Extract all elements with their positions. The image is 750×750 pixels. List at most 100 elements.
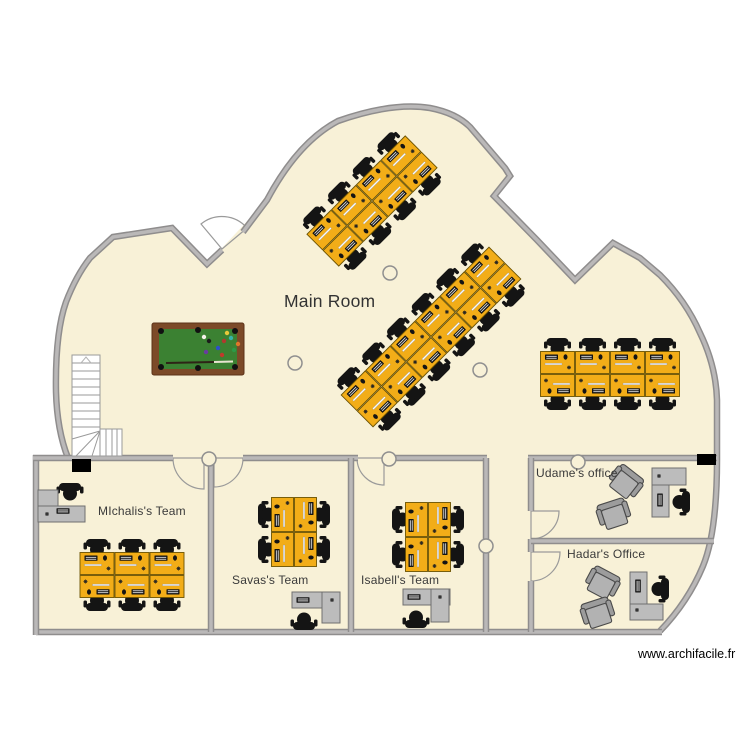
workstation-desk[interactable] — [380, 135, 422, 177]
desk-accessory-icon — [45, 512, 49, 516]
workstation-desk[interactable] — [396, 151, 438, 193]
workstation-desk[interactable] — [372, 176, 413, 218]
workstation-desk[interactable] — [575, 374, 610, 397]
wall-node — [570, 454, 586, 470]
desk-accessory-icon — [285, 536, 290, 540]
ldesk-michalis[interactable] — [37, 483, 86, 523]
pool-ball — [215, 345, 221, 351]
wall-node — [382, 265, 398, 281]
office-chair[interactable] — [402, 610, 430, 629]
office-chair[interactable] — [651, 575, 670, 603]
workstation-desk[interactable] — [271, 532, 294, 567]
desk-accessory-icon — [298, 559, 303, 563]
office-chair[interactable] — [672, 488, 691, 516]
office-chair[interactable] — [446, 541, 465, 568]
pool-ball — [206, 338, 212, 344]
workstation-desk[interactable] — [540, 351, 575, 374]
workstation-desk[interactable] — [406, 337, 448, 378]
room-label-hadar[interactable]: Hadar's Office — [567, 547, 646, 561]
ldesk-udame[interactable] — [651, 467, 691, 518]
workstation-desk[interactable] — [271, 497, 294, 532]
pool-ball — [221, 338, 227, 344]
desk-accessory-icon — [567, 365, 571, 370]
desk-accessory-icon — [329, 248, 334, 253]
bank-isabell[interactable] — [392, 502, 465, 572]
desk-accessory-icon — [141, 566, 146, 571]
workstation-desk[interactable] — [114, 552, 150, 575]
workstation-desk[interactable] — [645, 374, 680, 397]
ldesk-savas[interactable] — [290, 591, 341, 631]
stair-direction-arrow — [80, 356, 92, 364]
workstation-desk[interactable] — [480, 262, 522, 304]
office-chair[interactable] — [290, 612, 318, 631]
workstation-desk[interactable] — [540, 374, 575, 397]
workstation-desk[interactable] — [405, 537, 428, 572]
workstation-desk[interactable] — [340, 370, 382, 412]
pool-pocket — [195, 327, 201, 333]
workstation-desk[interactable] — [610, 374, 645, 397]
workstation-desk[interactable] — [294, 532, 317, 567]
workstation-desk[interactable] — [79, 552, 115, 575]
door-swing-arc — [213, 457, 244, 488]
desk-accessory-icon — [361, 198, 366, 203]
workstation-desk[interactable] — [114, 575, 150, 598]
ldesk-hadar[interactable] — [629, 571, 670, 621]
guest-armchair[interactable] — [582, 564, 622, 602]
bank-savas[interactable] — [258, 497, 330, 567]
bank-main-right[interactable] — [540, 338, 680, 410]
workstation-desk[interactable] — [149, 575, 185, 598]
room-label-main-room[interactable]: Main Room — [284, 291, 376, 311]
workstation-desk[interactable] — [331, 184, 372, 226]
workstation-desk[interactable] — [322, 225, 364, 267]
wall-node — [287, 355, 303, 371]
workstation-desk[interactable] — [428, 502, 451, 537]
workstation-desk[interactable] — [347, 201, 389, 242]
workstation-desk[interactable] — [439, 271, 481, 313]
staircase[interactable] — [71, 354, 123, 457]
ldesk-isabell[interactable] — [402, 588, 451, 629]
desk-accessory-icon — [410, 149, 415, 154]
workstation-desk[interactable] — [79, 575, 115, 598]
workstation-desk[interactable] — [405, 502, 428, 537]
workstation-desk[interactable] — [428, 537, 451, 572]
desk-accessory-icon — [432, 564, 437, 568]
workstation-desk[interactable] — [390, 320, 431, 362]
workstation-desk[interactable] — [455, 287, 497, 329]
bank-michalis[interactable] — [79, 539, 185, 611]
guest-armchair[interactable] — [578, 596, 616, 631]
bank-main-middle[interactable] — [332, 238, 531, 437]
desk-accessory-icon — [83, 579, 88, 584]
furniture-layer — [37, 126, 691, 631]
room-label-michalis[interactable]: MIchalis's Team — [98, 504, 186, 518]
room-label-isabell[interactable]: Isabell's Team — [361, 573, 440, 587]
workstation-desk[interactable] — [149, 552, 185, 575]
workstation-desk[interactable] — [464, 246, 506, 288]
workstation-desk[interactable] — [356, 386, 398, 428]
workstation-desk[interactable] — [381, 361, 423, 403]
workstation-desk[interactable] — [431, 312, 472, 354]
desk-accessory-icon — [176, 566, 181, 571]
stair-treads — [71, 362, 118, 457]
desk-accessory-icon — [602, 365, 606, 370]
pool-table[interactable] — [151, 322, 245, 376]
pool-pocket — [232, 328, 238, 334]
workstation-desk[interactable] — [645, 351, 680, 374]
workstation-desk[interactable] — [575, 351, 610, 374]
room-label-savas[interactable]: Savas's Team — [232, 573, 309, 587]
workstation-desk[interactable] — [355, 160, 397, 201]
room-label-udame[interactable]: Udame's office — [536, 466, 618, 480]
workstation-desk[interactable] — [294, 497, 317, 532]
guest-armchair[interactable] — [594, 497, 632, 532]
pool-ball — [201, 334, 207, 340]
guest-armchair[interactable] — [605, 462, 646, 502]
desk-accessory-icon — [370, 384, 375, 389]
bank-main-topleft[interactable] — [297, 126, 446, 275]
pool-ball — [228, 335, 234, 341]
pool-ball — [235, 341, 241, 347]
workstation-desk[interactable] — [306, 209, 348, 251]
workstation-desk[interactable] — [414, 296, 456, 337]
pool-ball — [203, 349, 209, 355]
workstation-desk[interactable] — [365, 345, 407, 387]
workstation-desk[interactable] — [610, 351, 645, 374]
